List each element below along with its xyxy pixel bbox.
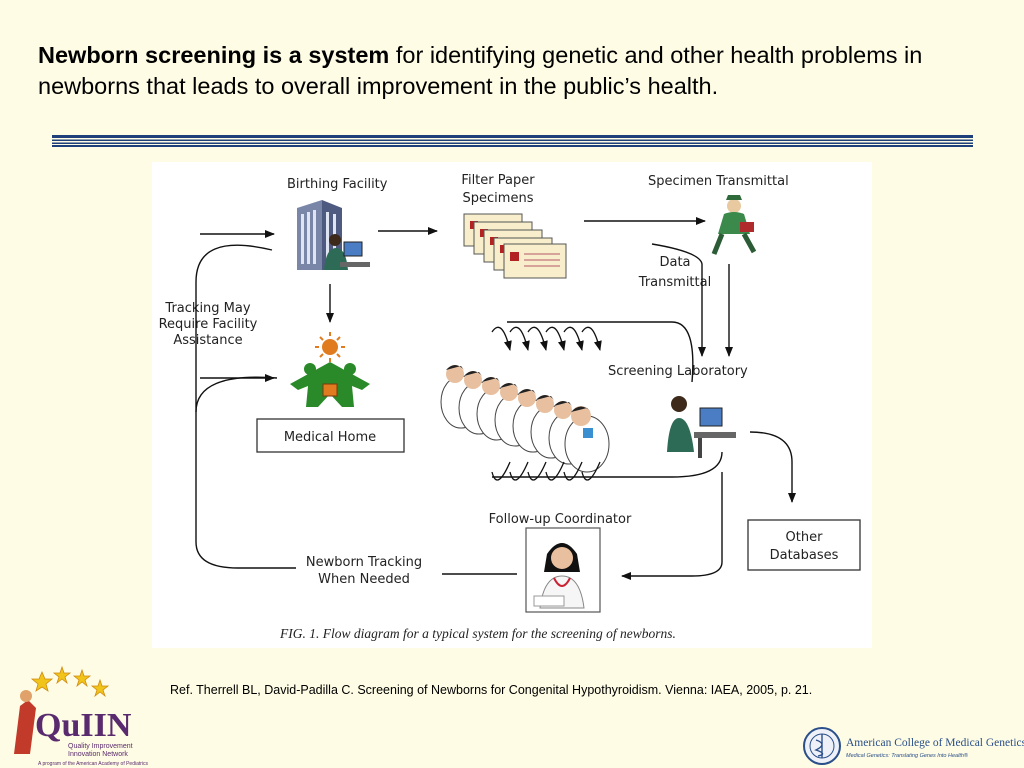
quiin-tagline: A program of the American Academy of Ped… xyxy=(38,761,149,767)
figure-caption: FIG. 1. Flow diagram for a typical syste… xyxy=(279,626,676,641)
headline-rest: for identifying genetic and other health… xyxy=(38,42,923,99)
label-birthing-facility: Birthing Facility xyxy=(287,177,388,192)
label-newborn-tracking-1: Newborn Tracking xyxy=(306,555,422,570)
label-filter-paper-1: Filter Paper xyxy=(461,173,535,188)
star-icons xyxy=(30,665,110,698)
medical-home-icon xyxy=(290,332,370,407)
loop-arrows xyxy=(491,326,602,481)
headline-bold: Newborn screening is a system xyxy=(38,42,390,68)
label-specimen-transmittal: Specimen Transmittal xyxy=(648,174,789,189)
reference-citation: Ref. Therrell BL, David-Padilla C. Scree… xyxy=(170,683,813,697)
flow-diagram-figure: Birthing Facility Filter Paper Specimens… xyxy=(152,162,872,648)
label-other-databases-2: Databases xyxy=(770,548,839,563)
label-tracking-assist-2: Require Facility xyxy=(159,317,258,332)
flow-arrows xyxy=(195,217,796,580)
label-screening-laboratory: Screening Laboratory xyxy=(608,364,748,379)
label-other-databases-1: Other xyxy=(786,530,824,545)
followup-coordinator-portrait-icon xyxy=(525,527,601,613)
label-data-transmittal-1: Data xyxy=(659,255,690,270)
quiin-sub-2: Innovation Network xyxy=(68,751,128,758)
courier-icon xyxy=(711,195,757,255)
lab-technicians-icon xyxy=(440,365,610,473)
acmg-name: American College of Medical Genetics xyxy=(846,737,1024,749)
quiin-wordmark: QuIIN xyxy=(35,707,132,744)
filter-paper-specimens-icon xyxy=(463,213,567,279)
lab-computer-icon xyxy=(667,396,736,458)
label-data-transmittal-2: Transmittal xyxy=(638,275,711,290)
acmg-tagline: Medical Genetics: Translating Genes Into… xyxy=(846,752,969,759)
other-databases-box xyxy=(747,519,861,571)
quiin-sub-1: Quality Improvement xyxy=(68,743,133,750)
hospital-building-icon xyxy=(297,200,370,270)
label-medical-home: Medical Home xyxy=(284,430,376,445)
acmg-logo: American College of Medical Genetics Med… xyxy=(803,727,1024,765)
medical-home-box xyxy=(256,418,405,453)
quiin-logo: QuIIN Quality Improvement Innovation Net… xyxy=(14,665,149,767)
label-followup-coordinator: Follow-up Coordinator xyxy=(489,512,632,527)
horizontal-rule xyxy=(52,135,973,147)
headline: Newborn screening is a system for identi… xyxy=(38,40,998,102)
label-newborn-tracking-2: When Needed xyxy=(318,572,410,587)
label-tracking-assist-3: Assistance xyxy=(173,333,242,348)
label-filter-paper-2: Specimens xyxy=(463,191,534,206)
label-tracking-assist-1: Tracking May xyxy=(164,301,250,316)
